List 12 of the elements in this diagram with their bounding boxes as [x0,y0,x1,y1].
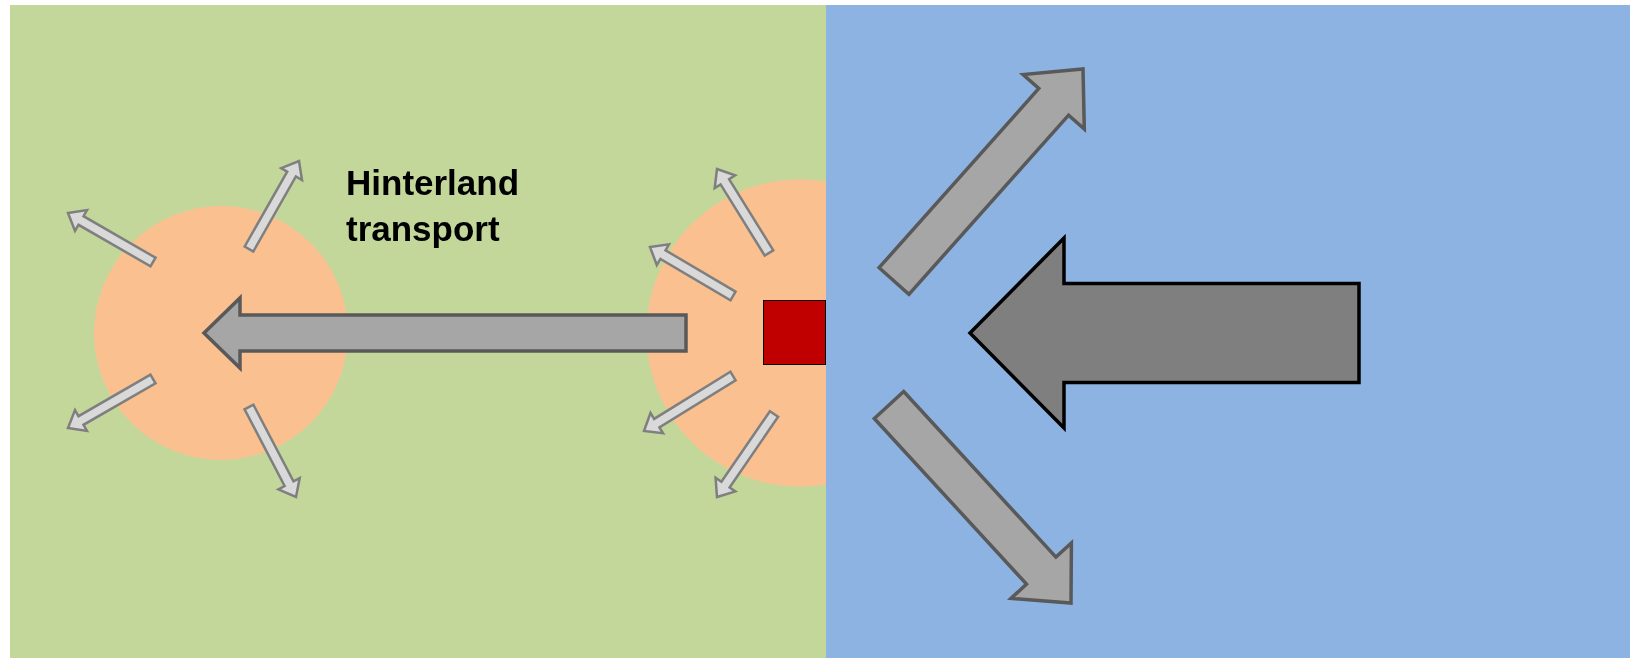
block-arrow [242,403,302,499]
port-square [763,300,826,365]
block-arrow [648,242,738,302]
block-arrow [714,409,780,499]
block-arrow [243,159,304,254]
block-arrow [66,373,158,433]
edge-label: Hinterland transport [346,162,521,250]
block-arrow [201,293,688,373]
block-arrow [66,208,158,268]
land-area [10,5,826,658]
block-arrow [713,167,776,258]
block-arrow [642,369,738,435]
